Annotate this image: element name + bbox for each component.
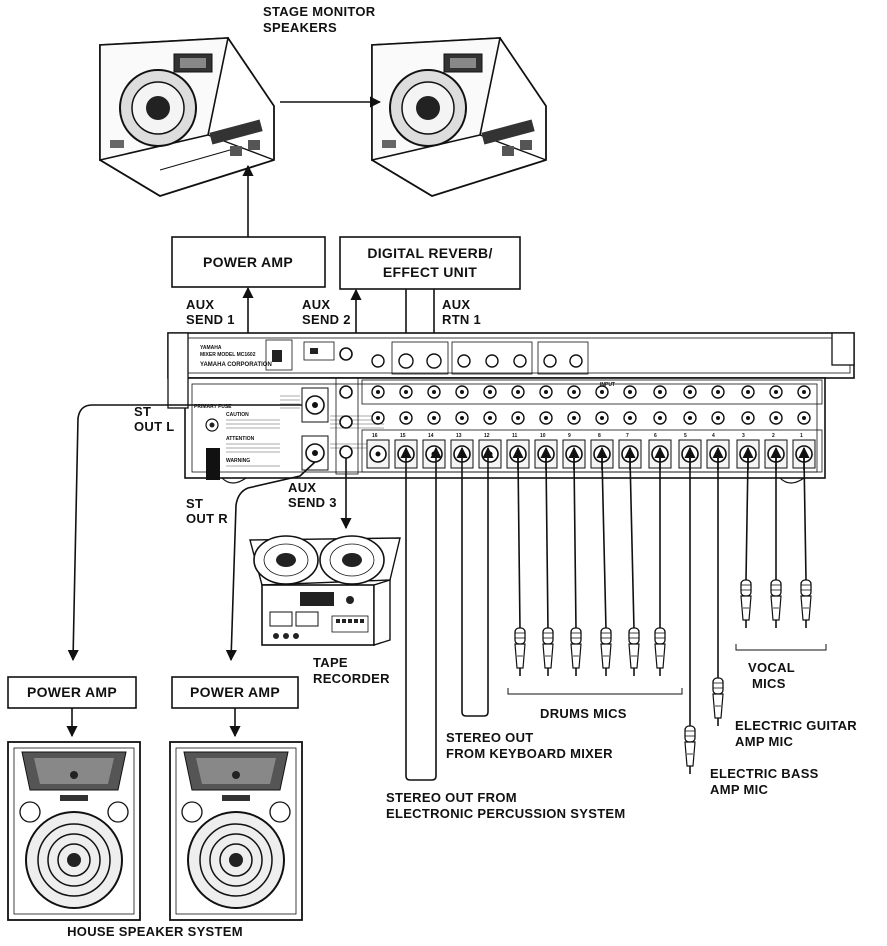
drums-mics-label: DRUMS MICS (540, 706, 627, 721)
vocal-mics-label-line1: VOCAL (748, 660, 795, 675)
house-speaker-right (169, 741, 303, 921)
percussion-cable (405, 458, 437, 781)
channel-number: 3 (742, 433, 745, 439)
st-out-l-cable (67, 404, 302, 662)
channel-number: 4 (712, 433, 715, 439)
drum-mic-icon (628, 627, 640, 676)
channel-number: 16 (372, 433, 378, 439)
channel-number: 13 (456, 433, 462, 439)
bass-mic-label-line1: ELECTRIC BASS (710, 766, 819, 781)
stage-monitor-speaker-left (99, 37, 275, 197)
guitar-mic-icon (712, 677, 724, 726)
power-amp-left-label: POWER AMP (27, 684, 117, 700)
tape-recorder (249, 535, 401, 646)
tape-recorder-label-line1: TAPE (313, 655, 348, 670)
drum-mic-icon (654, 627, 666, 676)
channel-number: 8 (598, 433, 601, 439)
st-out-r-label-line2: OUT R (186, 511, 228, 526)
microphones (514, 579, 812, 774)
aux-send3-label-line1: AUX (288, 480, 316, 495)
power-amp-right-box (171, 676, 299, 709)
power-amp-left-box (7, 676, 137, 709)
aux-send3-label-line2: SEND 3 (288, 495, 337, 510)
power-amp-monitor-box (171, 236, 326, 288)
mixer-caution: CAUTION (226, 412, 249, 418)
power-amp-right-label: POWER AMP (190, 684, 280, 700)
channel-number: 5 (684, 433, 687, 439)
mixer-input-label: INPUT (600, 382, 615, 388)
channel-number: 11 (512, 433, 518, 439)
channel-number: 9 (568, 433, 571, 439)
bass-mic-label-line2: AMP MIC (710, 782, 769, 797)
mixer-brand: YAMAHA (200, 345, 222, 351)
guitar-mic-label-line1: ELECTRIC GUITAR (735, 718, 857, 733)
drum-mic-icon (570, 627, 582, 676)
line-input-jack-row (371, 411, 811, 425)
keyboard-label-line2: FROM KEYBOARD MIXER (446, 746, 613, 761)
stage-monitor-label-line1: STAGE MONITOR (263, 4, 376, 19)
aux-send1-label-line2: SEND 1 (186, 312, 235, 327)
st-out-l-label-line2: OUT L (134, 419, 175, 434)
power-amp-monitor-label: POWER AMP (203, 254, 293, 270)
mixer-console: YAMAHA MIXER MODEL MC1602 YAMAHA CORPORA… (167, 332, 855, 484)
stage-monitor-label-line2: SPEAKERS (263, 20, 337, 35)
insert-jack-row (371, 385, 811, 399)
st-out-l-label-line1: ST (134, 404, 151, 419)
channel-number: 15 (400, 433, 406, 439)
st-out-r-label-line1: ST (186, 496, 203, 511)
keyboard-label-line1: STEREO OUT (446, 730, 534, 745)
mixer-model: MIXER MODEL MC1602 (200, 352, 256, 358)
aux-send2-label-line2: SEND 2 (302, 312, 351, 327)
drum-mic-cables (512, 446, 810, 726)
tape-recorder-label-line2: RECORDER (313, 671, 390, 686)
vocal-mic-icon (770, 579, 782, 628)
reverb-unit-label-line1: DIGITAL REVERB/ (367, 245, 492, 261)
guitar-mic-label-line2: AMP MIC (735, 734, 794, 749)
vocal-mic-icon (800, 579, 812, 628)
channel-number: 2 (772, 433, 775, 439)
vocal-bracket (735, 644, 827, 651)
bass-mic-icon (684, 725, 696, 774)
channel-numbers: 16 15 14 13 12 11 10 9 8 7 6 5 4 3 2 1 (372, 433, 803, 439)
aux-rtn1-label-line2: RTN 1 (442, 312, 481, 327)
mixer-primary-fuse: PRIMARY FUSE (194, 404, 232, 410)
house-speaker-label: HOUSE SPEAKER SYSTEM (67, 924, 243, 939)
reverb-unit-box (339, 236, 521, 290)
mixer-warning: WARNING (226, 458, 250, 464)
channel-number: 12 (484, 433, 490, 439)
aux-send1-label-line1: AUX (186, 297, 214, 312)
drum-mic-icon (542, 627, 554, 676)
stage-monitor-speaker-right (371, 37, 547, 197)
drum-mic-icon (600, 627, 612, 676)
mixer-attention: ATTENTION (226, 436, 255, 442)
house-speaker-left (7, 741, 141, 921)
vocal-mics-label-line2: MICS (752, 676, 786, 691)
st-out-r-cable (225, 461, 316, 662)
drums-bracket (507, 688, 683, 695)
keyboard-cable (461, 458, 489, 717)
percussion-label-line2: ELECTRONIC PERCUSSION SYSTEM (386, 806, 626, 821)
vocal-mic-icon (740, 579, 752, 628)
channel-number: 7 (626, 433, 629, 439)
aux-send2-label-line1: AUX (302, 297, 330, 312)
channel-number: 1 (800, 433, 803, 439)
mixer-corporation: YAMAHA CORPORATION (200, 362, 272, 368)
channel-number: 14 (428, 433, 434, 439)
channel-number: 10 (540, 433, 546, 439)
drum-mic-icon (514, 627, 526, 676)
percussion-label-line1: STEREO OUT FROM (386, 790, 517, 805)
reverb-unit-label-line2: EFFECT UNIT (383, 264, 477, 280)
aux-rtn1-label-line1: AUX (442, 297, 470, 312)
channel-number: 6 (654, 433, 657, 439)
